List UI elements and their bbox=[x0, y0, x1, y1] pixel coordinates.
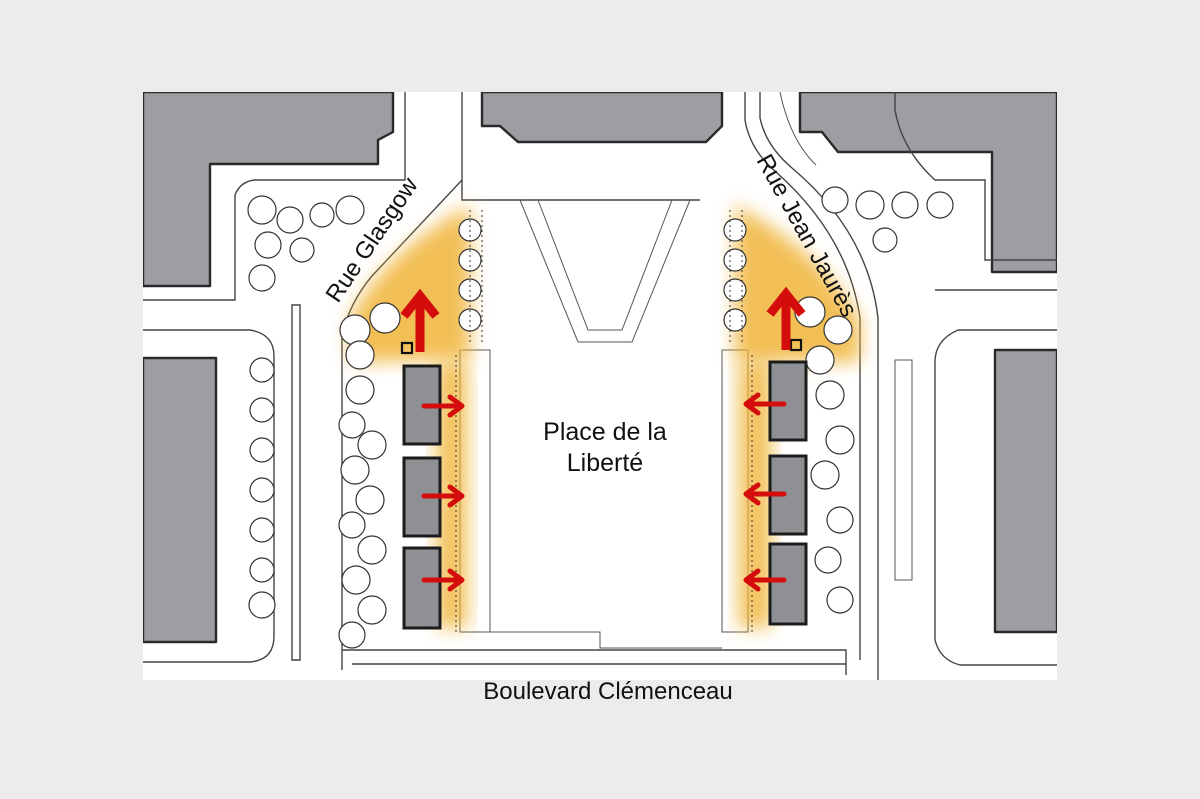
building-northeast bbox=[798, 92, 1057, 274]
tree-canopy bbox=[249, 477, 275, 503]
tree-canopy bbox=[309, 202, 335, 228]
tree-canopy bbox=[335, 195, 365, 225]
building-west bbox=[143, 356, 218, 644]
building-east bbox=[993, 348, 1057, 634]
arrow-north-west bbox=[400, 288, 440, 352]
tree-canopy bbox=[810, 460, 840, 490]
tree-canopy bbox=[825, 425, 855, 455]
arrow-east-3 bbox=[421, 568, 465, 592]
tree-canopy bbox=[826, 506, 854, 534]
tree-canopy bbox=[815, 380, 845, 410]
tree-canopy bbox=[248, 591, 276, 619]
tree-canopy bbox=[289, 237, 315, 263]
tree-canopy bbox=[345, 375, 375, 405]
tree-canopy bbox=[254, 231, 282, 259]
tree-canopy bbox=[249, 517, 275, 543]
tree-canopy bbox=[369, 302, 401, 334]
tree-canopy bbox=[723, 248, 747, 272]
boulevard-label: Boulevard Clémenceau bbox=[483, 678, 732, 705]
tree-canopy bbox=[355, 485, 385, 515]
marker-east bbox=[789, 338, 803, 352]
tree-canopy bbox=[340, 455, 370, 485]
tree-canopy bbox=[339, 314, 371, 346]
tree-canopy bbox=[338, 621, 366, 649]
place-label-line1: Place de la bbox=[543, 418, 667, 446]
tree-canopy bbox=[338, 511, 366, 539]
map-base bbox=[143, 92, 1057, 680]
tree-canopy bbox=[249, 557, 275, 583]
tree-canopy bbox=[341, 565, 371, 595]
tree-canopy bbox=[357, 595, 387, 625]
arrow-west-2 bbox=[743, 482, 787, 506]
arrow-west-1 bbox=[743, 392, 787, 416]
arrow-north-east bbox=[766, 286, 806, 350]
tree-canopy bbox=[338, 411, 366, 439]
arrow-west-3 bbox=[743, 568, 787, 592]
tree-canopy bbox=[814, 546, 842, 574]
tree-canopy bbox=[357, 430, 387, 460]
arrow-east-2 bbox=[421, 484, 465, 508]
building-north-center bbox=[480, 92, 724, 144]
tree-canopy bbox=[855, 190, 885, 220]
tree-canopy bbox=[723, 278, 747, 302]
tree-canopy bbox=[826, 586, 854, 614]
tree-canopy bbox=[357, 535, 387, 565]
tree-canopy bbox=[723, 218, 747, 242]
kiosk-west-3 bbox=[402, 546, 442, 630]
tree-canopy bbox=[248, 264, 276, 292]
tree-canopy bbox=[821, 186, 849, 214]
place-label-line2: Liberté bbox=[567, 449, 643, 477]
flow-arrows bbox=[400, 286, 806, 592]
building-northwest bbox=[143, 92, 395, 288]
kiosk-east-3 bbox=[768, 542, 808, 626]
kiosk-east-1 bbox=[768, 360, 808, 442]
tree-canopy bbox=[249, 357, 275, 383]
tree-canopy bbox=[926, 191, 954, 219]
tree-canopy bbox=[345, 340, 375, 370]
tree-canopy bbox=[276, 206, 304, 234]
street-lines bbox=[143, 92, 1057, 680]
arrow-east-1 bbox=[421, 394, 465, 418]
tree-canopy bbox=[723, 308, 747, 332]
tree-canopy bbox=[823, 315, 853, 345]
tree-canopy bbox=[247, 195, 277, 225]
buildings bbox=[143, 92, 1057, 644]
tree-canopy bbox=[249, 437, 275, 463]
trees bbox=[247, 186, 954, 649]
marker-west bbox=[400, 341, 414, 355]
tree-canopy bbox=[805, 345, 835, 375]
tree-canopy bbox=[249, 397, 275, 423]
tree-canopy bbox=[872, 227, 898, 253]
tree-canopy bbox=[891, 191, 919, 219]
